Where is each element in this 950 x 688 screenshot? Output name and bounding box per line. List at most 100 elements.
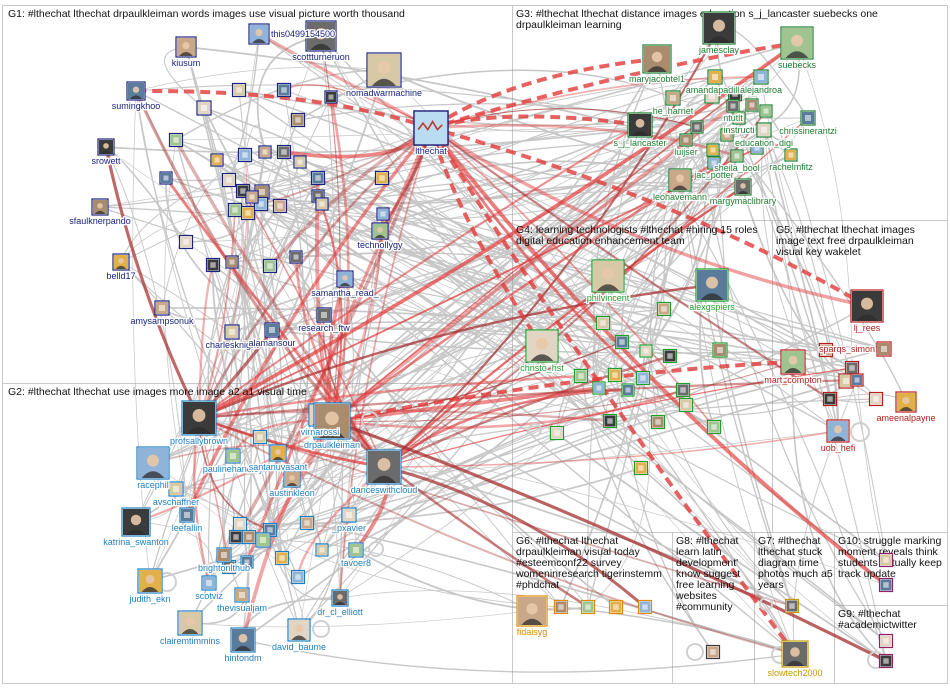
avatar[interactable] — [299, 515, 315, 531]
avatar[interactable] — [591, 259, 625, 293]
avatar[interactable] — [91, 198, 109, 216]
avatar[interactable] — [730, 149, 744, 163]
avatar[interactable] — [608, 599, 624, 615]
avatar[interactable] — [876, 341, 892, 357]
avatar[interactable] — [290, 569, 306, 585]
avatar[interactable] — [868, 391, 884, 407]
avatar[interactable] — [662, 348, 678, 364]
avatar[interactable] — [201, 575, 217, 591]
avatar[interactable] — [516, 595, 548, 627]
avatar[interactable] — [633, 460, 649, 476]
avatar[interactable] — [310, 170, 326, 186]
avatar[interactable] — [258, 145, 272, 159]
avatar[interactable] — [234, 587, 250, 603]
avatar[interactable] — [753, 69, 769, 85]
avatar[interactable] — [245, 190, 259, 204]
avatar[interactable] — [678, 397, 694, 413]
avatar[interactable] — [228, 529, 244, 545]
avatar[interactable] — [316, 307, 332, 323]
avatar[interactable] — [230, 627, 256, 653]
avatar[interactable] — [707, 156, 721, 170]
avatar[interactable] — [621, 383, 635, 397]
avatar[interactable] — [272, 198, 288, 214]
avatar[interactable] — [136, 446, 170, 480]
avatar[interactable] — [168, 481, 184, 497]
avatar[interactable] — [781, 640, 809, 668]
avatar[interactable] — [580, 599, 596, 615]
avatar[interactable] — [822, 391, 838, 407]
avatar[interactable] — [850, 373, 864, 387]
avatar[interactable] — [276, 82, 292, 98]
avatar[interactable] — [371, 222, 389, 240]
avatar[interactable] — [181, 400, 217, 436]
avatar[interactable] — [121, 507, 151, 537]
avatar[interactable] — [756, 122, 772, 138]
avatar[interactable] — [293, 155, 307, 169]
avatar[interactable] — [348, 542, 364, 558]
avatar[interactable] — [639, 344, 653, 358]
avatar[interactable] — [627, 112, 653, 138]
avatar[interactable] — [137, 568, 163, 594]
avatar[interactable] — [705, 644, 721, 660]
avatar[interactable] — [289, 250, 303, 264]
avatar[interactable] — [650, 414, 666, 430]
avatar[interactable] — [241, 529, 257, 545]
avatar[interactable] — [878, 577, 894, 593]
avatar[interactable] — [642, 44, 672, 74]
avatar[interactable] — [315, 543, 329, 557]
avatar[interactable] — [231, 82, 247, 98]
avatar[interactable] — [269, 444, 287, 462]
avatar[interactable] — [844, 360, 860, 376]
avatar[interactable] — [675, 382, 691, 398]
avatar[interactable] — [154, 300, 170, 316]
avatar[interactable] — [376, 207, 390, 221]
avatar[interactable] — [264, 322, 280, 338]
avatar[interactable] — [178, 234, 194, 250]
avatar[interactable] — [592, 381, 606, 395]
avatar[interactable] — [726, 99, 740, 113]
avatar[interactable] — [759, 104, 773, 118]
avatar[interactable] — [224, 324, 240, 340]
avatar[interactable] — [262, 258, 278, 274]
avatar[interactable] — [614, 334, 630, 350]
avatar[interactable] — [549, 425, 565, 441]
avatar[interactable] — [341, 507, 357, 523]
avatar[interactable] — [196, 100, 212, 116]
avatar[interactable] — [878, 653, 894, 669]
avatar[interactable] — [784, 148, 798, 162]
avatar[interactable] — [745, 98, 759, 112]
avatar[interactable] — [240, 555, 254, 569]
avatar[interactable] — [97, 138, 115, 156]
avatar[interactable] — [248, 23, 270, 45]
avatar[interactable] — [240, 205, 256, 221]
avatar[interactable] — [656, 301, 672, 317]
avatar[interactable] — [221, 172, 237, 188]
avatar[interactable] — [205, 257, 221, 273]
avatar[interactable] — [126, 81, 146, 101]
avatar[interactable] — [324, 90, 338, 104]
avatar[interactable] — [706, 419, 722, 435]
avatar[interactable] — [179, 507, 195, 523]
avatar[interactable] — [690, 120, 704, 134]
avatar[interactable] — [175, 36, 197, 58]
avatar[interactable] — [878, 633, 894, 649]
avatar[interactable] — [287, 618, 311, 642]
avatar[interactable] — [315, 197, 329, 211]
avatar[interactable] — [780, 349, 806, 375]
avatar[interactable] — [668, 168, 692, 192]
avatar[interactable] — [336, 270, 354, 288]
avatar[interactable] — [227, 202, 243, 218]
avatar[interactable] — [607, 367, 623, 383]
avatar[interactable] — [221, 559, 237, 575]
avatar[interactable] — [283, 470, 301, 488]
avatar[interactable] — [878, 552, 894, 568]
avatar[interactable] — [706, 143, 720, 157]
avatar[interactable] — [704, 88, 720, 104]
avatar[interactable] — [225, 255, 239, 269]
avatar[interactable] — [112, 253, 130, 271]
avatar[interactable] — [252, 429, 268, 445]
avatar[interactable] — [237, 147, 253, 163]
avatar[interactable] — [665, 90, 681, 106]
avatar[interactable] — [720, 128, 734, 142]
avatar[interactable] — [702, 11, 736, 45]
